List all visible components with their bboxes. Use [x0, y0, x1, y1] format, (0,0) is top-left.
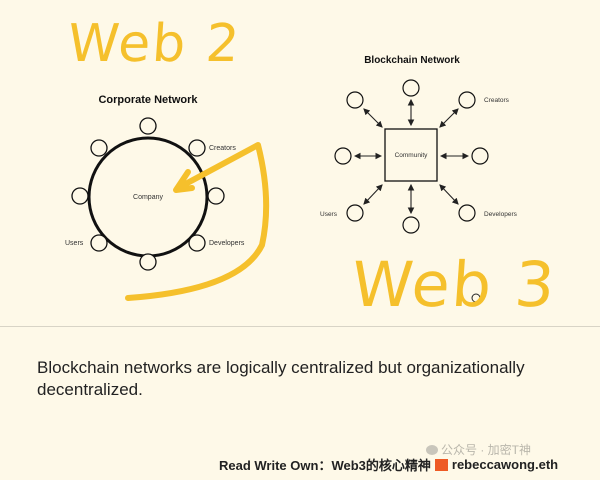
handdrawn-arrow — [125, 142, 270, 301]
blockchain-creators-label: Creators — [484, 97, 510, 104]
footer-title: Read Write Own：Web3的核心精神 — [219, 458, 431, 473]
community-label: Community — [395, 152, 429, 159]
blockchain-node — [471, 147, 489, 165]
blockchain-developers-label: Developers — [484, 211, 518, 218]
watermark: 公众号 · 加密T神 — [426, 441, 531, 458]
community-box — [384, 128, 438, 182]
caption: Blockchain networks are logically centra… — [37, 358, 525, 399]
watermark-text: 公众号 · 加密T神 — [441, 443, 531, 457]
company-label: Company — [133, 194, 163, 201]
blockchain-users-label: Users — [320, 211, 338, 218]
blockchain-node — [346, 91, 364, 109]
footer-author: rebeccawong.eth — [451, 457, 559, 472]
corporate-developers-label: Developers — [209, 240, 245, 247]
corporate-users-label: Users — [65, 240, 84, 247]
footer: Read Write Own：Web3的核心精神 rebeccawong.eth — [219, 455, 558, 474]
blockchain-node — [346, 204, 364, 222]
bidirectional-arrow — [363, 184, 383, 205]
blockchain-node — [402, 79, 420, 97]
wechat-icon — [426, 444, 438, 455]
web2-label: Web 2 — [65, 14, 244, 74]
bidirectional-arrow — [363, 108, 383, 128]
blockchain-node — [402, 216, 420, 234]
blockchain-title: Blockchain Network — [364, 55, 460, 66]
network-diagrams: Corporate Network Company Creators Users… — [65, 55, 518, 303]
web3-label: Web 3 — [349, 248, 559, 321]
blockchain-node — [334, 147, 352, 165]
corporate-node — [139, 117, 157, 135]
divider — [0, 326, 600, 327]
corporate-node — [90, 234, 108, 252]
blockchain-arrows — [353, 98, 470, 215]
corporate-node — [90, 139, 108, 157]
corporate-title: Corporate Network — [98, 94, 198, 106]
corporate-node — [139, 253, 157, 271]
blockchain-nodes — [334, 79, 489, 234]
corporate-node — [188, 139, 206, 157]
bidirectional-arrow — [439, 184, 459, 205]
cursor-indicator — [471, 293, 481, 303]
corporate-node — [188, 234, 206, 252]
blockchain-node — [458, 204, 476, 222]
blockchain-node — [458, 91, 476, 109]
corporate-node — [207, 187, 225, 205]
corporate-nodes — [71, 117, 225, 271]
orange-square-icon — [434, 458, 448, 471]
corporate-creators-label: Creators — [209, 145, 236, 152]
corporate-node — [71, 187, 89, 205]
bidirectional-arrow — [439, 108, 459, 128]
